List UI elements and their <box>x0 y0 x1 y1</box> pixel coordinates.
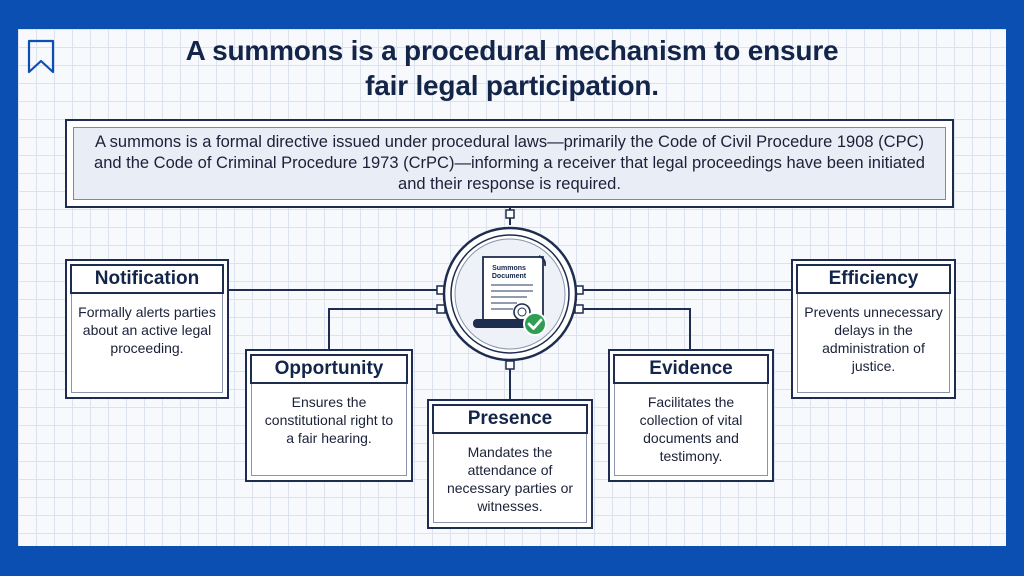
card-efficiency-title: Efficiency <box>796 264 951 294</box>
card-presence-body: Mandates the attendance of necessary par… <box>446 444 574 514</box>
card-evidence: Evidence Facilitates the collection of v… <box>608 349 774 482</box>
card-notification-body: Formally alerts parties about an active … <box>78 304 216 356</box>
infographic-canvas: A summons is a procedural mechanism to e… <box>18 29 1006 546</box>
card-efficiency-body: Prevents unnecessary delays in the admin… <box>804 304 943 374</box>
bookmark-icon <box>27 39 55 74</box>
card-opportunity-title: Opportunity <box>250 354 408 384</box>
title-line-2: fair legal participation. <box>365 70 659 101</box>
title-line-1: A summons is a procedural mechanism to e… <box>185 35 839 66</box>
card-notification: Notification Formally alerts parties abo… <box>65 259 229 399</box>
card-evidence-title: Evidence <box>613 354 769 384</box>
summons-hub: Summons Document <box>439 223 581 365</box>
intro-box: A summons is a formal directive issued u… <box>65 119 954 208</box>
card-presence: Presence Mandates the attendance of nece… <box>427 399 593 529</box>
intro-text: A summons is a formal directive issued u… <box>73 127 946 200</box>
doc-title-line-2: Document <box>492 273 527 280</box>
page-title: A summons is a procedural mechanism to e… <box>18 33 1006 103</box>
card-evidence-body: Facilitates the collection of vital docu… <box>639 394 743 464</box>
card-opportunity: Opportunity Ensures the constitutional r… <box>245 349 413 482</box>
card-efficiency: Efficiency Prevents unnecessary delays i… <box>791 259 956 399</box>
card-notification-title: Notification <box>70 264 224 294</box>
doc-title-line-1: Summons <box>492 265 526 272</box>
checkmark-icon <box>523 312 547 336</box>
card-presence-title: Presence <box>432 404 588 434</box>
connector-lines <box>229 208 791 399</box>
summons-document-icon: Summons Document <box>442 226 578 362</box>
card-opportunity-body: Ensures the constitutional right to a fa… <box>264 394 394 446</box>
